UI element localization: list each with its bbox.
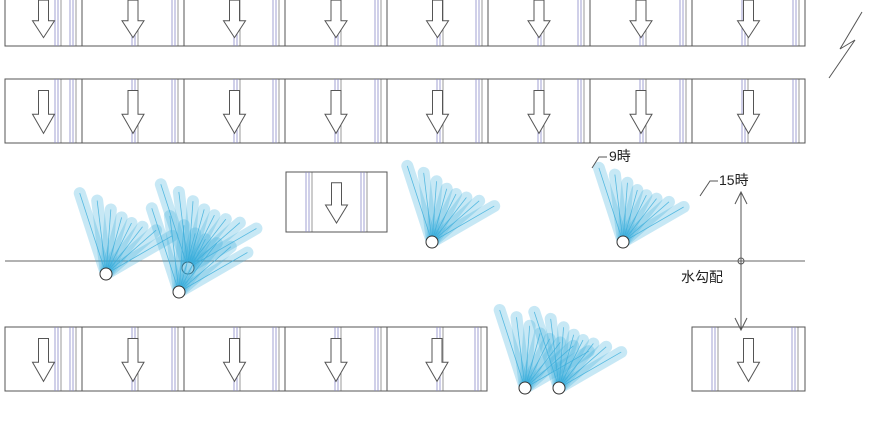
down-arrow-icon bbox=[31, 0, 56, 39]
down-arrow-icon bbox=[31, 90, 56, 135]
panel-module bbox=[4, 326, 83, 392]
panel-module bbox=[691, 326, 806, 392]
down-arrow-icon bbox=[31, 338, 56, 383]
down-arrow-icon bbox=[121, 90, 145, 135]
down-arrow-icon bbox=[324, 90, 348, 135]
down-arrow-icon bbox=[736, 90, 761, 135]
down-arrow-icon bbox=[324, 338, 348, 383]
down-arrow-icon bbox=[425, 90, 450, 135]
panel-module bbox=[81, 326, 185, 392]
down-arrow-icon bbox=[324, 182, 349, 224]
pole-base-icon bbox=[616, 235, 630, 249]
down-arrow-icon bbox=[121, 0, 145, 39]
pole-base-icon bbox=[99, 267, 113, 281]
shadow-fan bbox=[145, 202, 254, 299]
down-arrow-icon bbox=[527, 90, 551, 135]
shadow-fan bbox=[528, 305, 628, 395]
pole-base-icon bbox=[518, 381, 532, 395]
panel-module bbox=[487, 0, 591, 47]
shadow-fan bbox=[592, 161, 690, 249]
panel-module bbox=[285, 171, 388, 233]
dimension-arrow-icon bbox=[734, 190, 748, 205]
down-arrow-icon bbox=[629, 90, 653, 135]
dimension-node bbox=[737, 257, 745, 265]
down-arrow-icon bbox=[222, 90, 247, 135]
label-slope: 水勾配 bbox=[681, 269, 723, 285]
panel-module bbox=[691, 0, 806, 47]
north-arrow-icon bbox=[828, 11, 863, 79]
panel-module bbox=[4, 0, 83, 47]
leader-line-15 bbox=[699, 180, 718, 197]
down-arrow-icon bbox=[121, 338, 145, 383]
down-arrow-icon bbox=[527, 0, 551, 39]
down-arrow-icon bbox=[736, 0, 761, 39]
panel-module bbox=[284, 326, 388, 392]
label-fifteen: 15時 bbox=[719, 172, 749, 188]
pole-base-icon bbox=[552, 381, 566, 395]
panel-module bbox=[284, 0, 388, 47]
pole-base-icon bbox=[172, 285, 186, 299]
panel-module bbox=[487, 78, 591, 144]
panel-module bbox=[386, 326, 488, 392]
panel-module bbox=[4, 78, 83, 144]
label-nine: 9時 bbox=[609, 148, 631, 164]
down-arrow-icon bbox=[629, 0, 653, 39]
leader-line-9 bbox=[591, 156, 607, 169]
panel-module bbox=[183, 0, 286, 47]
panel-module bbox=[691, 78, 806, 144]
down-arrow-icon bbox=[736, 338, 761, 383]
shadow-fan bbox=[401, 159, 501, 249]
down-arrow-icon bbox=[222, 338, 247, 383]
panel-module bbox=[183, 78, 286, 144]
slope-dimension bbox=[734, 190, 748, 332]
down-arrow-icon bbox=[425, 0, 450, 39]
down-arrow-icon bbox=[324, 0, 348, 39]
down-arrow-icon bbox=[425, 338, 449, 383]
panel-module bbox=[386, 78, 489, 144]
panel-module bbox=[589, 0, 693, 47]
panel-module bbox=[589, 78, 693, 144]
panel-module bbox=[81, 78, 185, 144]
panel-module bbox=[183, 326, 286, 392]
shadow-fan bbox=[73, 187, 179, 281]
pole-base-icon bbox=[425, 235, 439, 249]
down-arrow-icon bbox=[222, 0, 247, 39]
panel-module bbox=[81, 0, 185, 47]
panel-module bbox=[284, 78, 388, 144]
panel-module bbox=[386, 0, 489, 47]
